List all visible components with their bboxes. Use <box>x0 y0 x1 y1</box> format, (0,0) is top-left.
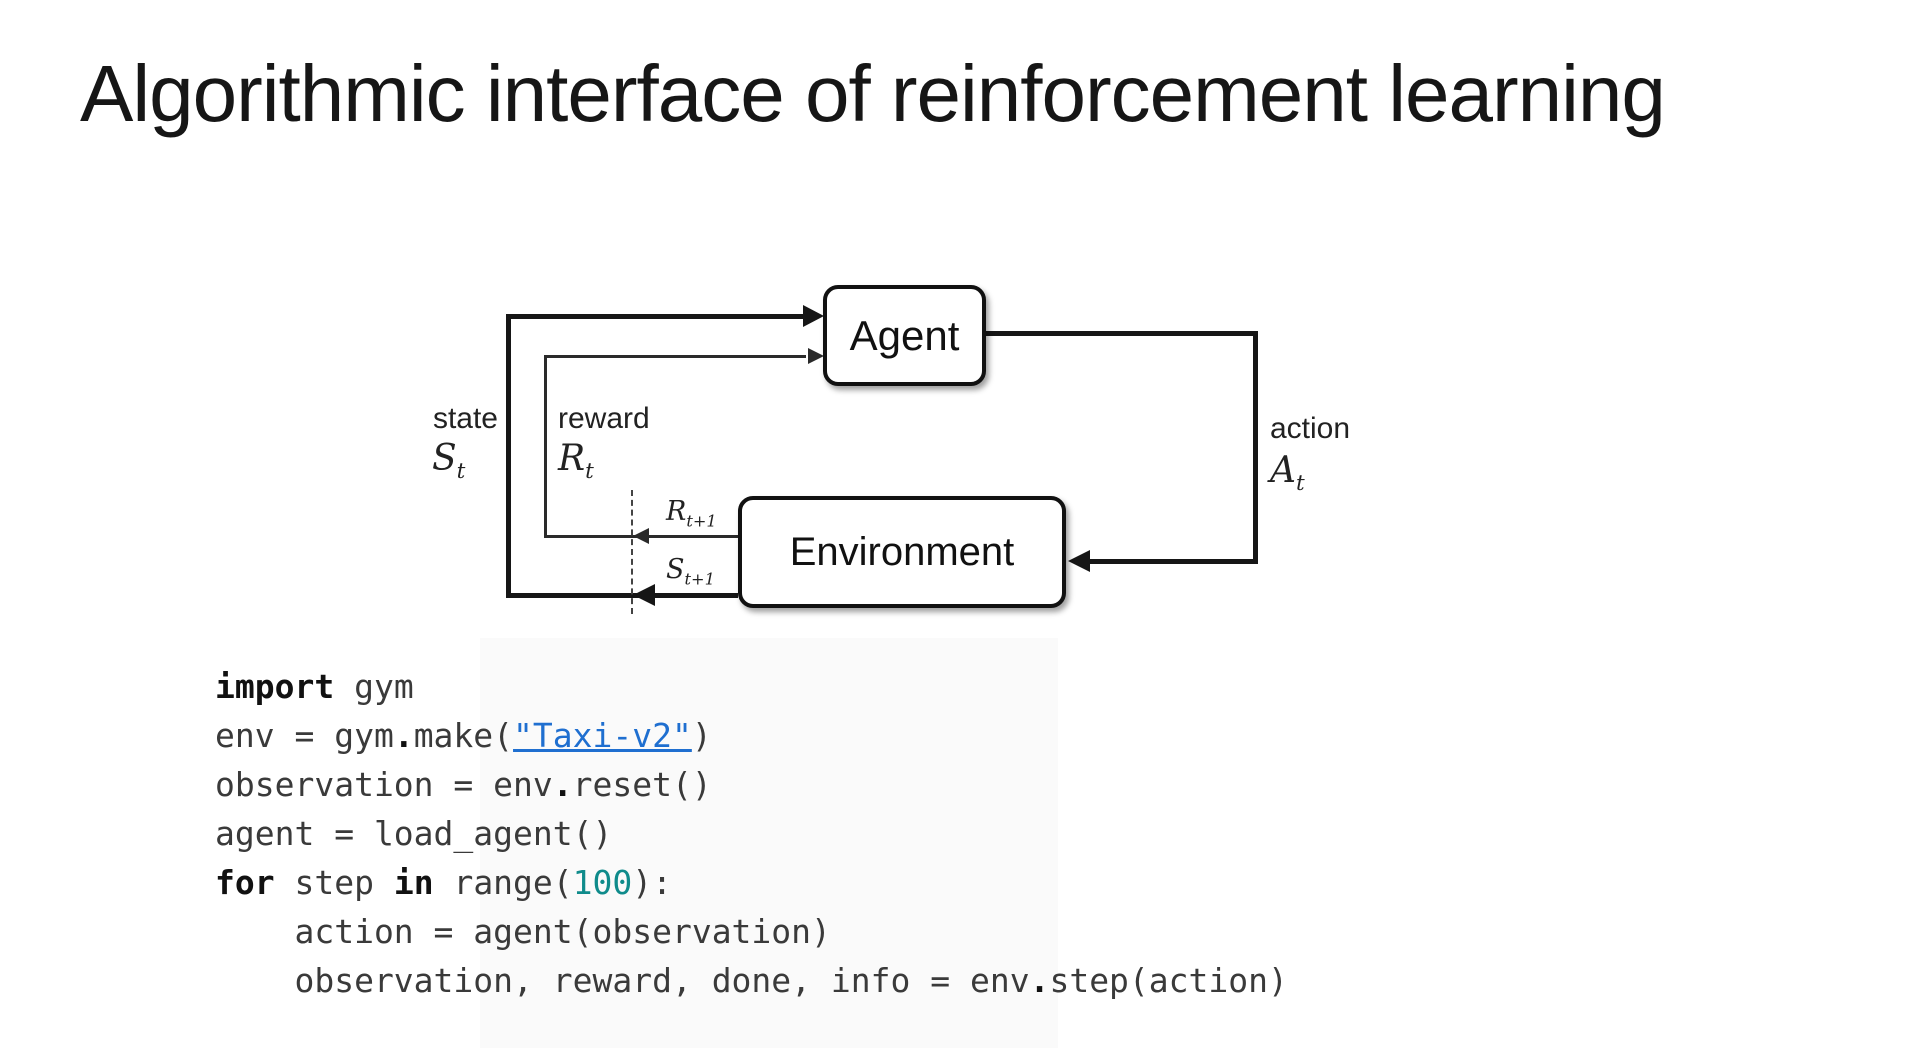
action-symbol: At <box>1270 450 1305 497</box>
code-token-plain: gym <box>334 667 414 706</box>
action-into-environment-arrowhead <box>1068 550 1090 572</box>
action-label: action <box>1270 412 1351 445</box>
code-token-kw: import <box>215 667 335 706</box>
state-symbol: St <box>432 438 466 485</box>
next-reward-symbol: Rt+1 <box>666 496 717 531</box>
next-reward-arrowhead <box>633 528 649 544</box>
code-line: for step in range(100): <box>215 858 1288 907</box>
code-line: action = agent(observation) <box>215 907 1288 956</box>
code-token-dot: . <box>393 716 414 755</box>
state-line-left <box>506 314 511 597</box>
code-token-plain: reset() <box>572 765 712 804</box>
code-token-dot: . <box>552 765 573 804</box>
code-token-num: 100 <box>572 863 633 902</box>
code-token-plain: step <box>274 863 394 902</box>
code-token-plain: action = agent(observation) <box>215 912 831 951</box>
code-string-link[interactable]: "Taxi-v2" <box>513 716 692 755</box>
state-label: state <box>432 402 498 435</box>
action-line-top <box>986 331 1258 336</box>
reward-into-agent-arrowhead <box>808 348 824 364</box>
code-token-kw: in <box>393 863 434 902</box>
code-token-plain: agent = load_agent() <box>215 814 613 853</box>
code-line: observation, reward, done, info = env.st… <box>215 956 1288 1005</box>
action-line-right <box>1253 331 1258 564</box>
state-line-bottom <box>506 593 738 598</box>
code-line: env = gym.make("Taxi-v2") <box>215 711 1288 760</box>
code-token-plain: make( <box>413 716 514 755</box>
page-title: Algorithmic interface of reinforcement l… <box>80 49 1666 138</box>
reward-line-left <box>544 355 547 537</box>
environment-box: Environment <box>738 496 1066 608</box>
next-state-arrowhead <box>633 584 655 606</box>
code-token-plain: ): <box>632 863 673 902</box>
code-token-plain: observation = env <box>215 765 553 804</box>
time-step-dashed-line <box>631 490 633 614</box>
code-token-plain: range( <box>433 863 573 902</box>
code-token-kw: for <box>215 863 275 902</box>
environment-box-label: Environment <box>789 529 1015 574</box>
code-line: import gym <box>215 662 1288 711</box>
next-state-symbol: St+1 <box>666 554 715 589</box>
code-token-plain: ) <box>691 716 712 755</box>
state-into-agent-arrowhead <box>803 305 824 327</box>
reward-line-top <box>544 355 806 358</box>
reward-label: reward <box>558 402 650 435</box>
agent-box-label: Agent <box>849 311 960 359</box>
state-line-top <box>506 314 806 319</box>
reward-symbol: Rt <box>558 438 594 485</box>
action-line-bottom <box>1088 559 1258 564</box>
code-line: observation = env.reset() <box>215 760 1288 809</box>
code-line: agent = load_agent() <box>215 809 1288 858</box>
code-token-dot: . <box>1029 961 1050 1000</box>
agent-box: Agent <box>823 285 986 386</box>
code-token-plain: env = gym <box>215 716 394 755</box>
code-token-plain: observation, reward, done, info = env <box>215 961 1030 1000</box>
code-token-plain: step(action) <box>1049 961 1288 1000</box>
